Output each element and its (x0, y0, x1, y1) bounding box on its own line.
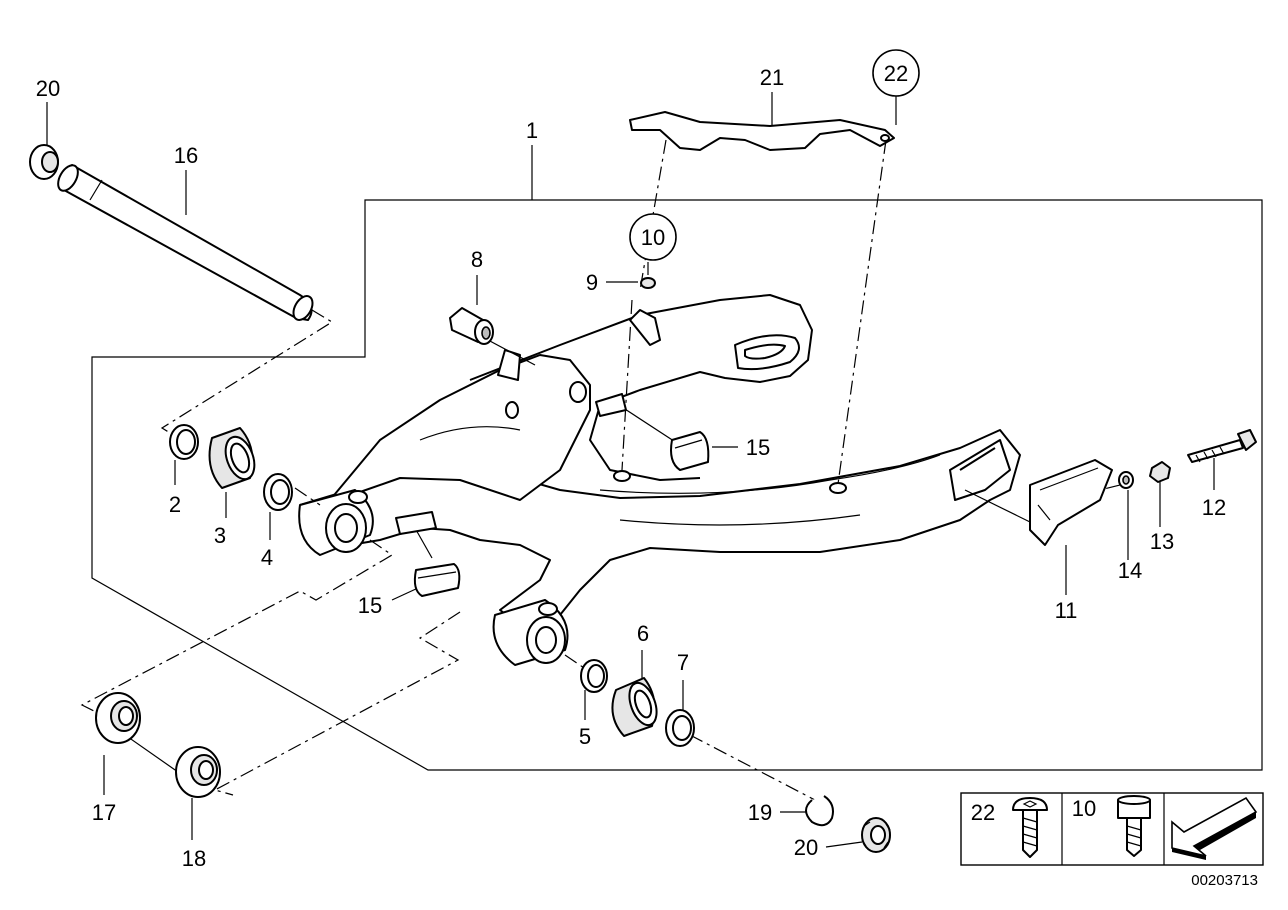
part-7-seal-ring (665, 709, 695, 747)
part-2-seal-ring (169, 424, 199, 460)
callout-15-lower: 15 (358, 593, 382, 618)
part-20-axle-cap (29, 144, 59, 180)
callout-21: 21 (760, 65, 784, 90)
part-15-plug-upper (670, 431, 710, 471)
callout-labels: 1 2 3 4 5 6 7 8 9 10 11 12 13 14 15 15 1… (36, 61, 1226, 871)
callout-12: 12 (1202, 495, 1226, 520)
part-3-needle-bearing (208, 427, 256, 489)
part-6-needle-bearing (611, 677, 658, 737)
callout-9: 9 (586, 270, 598, 295)
part-11-chain-slider (1029, 459, 1113, 546)
part-18-dust-cap (175, 746, 221, 798)
part-20-castle-nut (861, 817, 891, 853)
callout-3: 3 (214, 523, 226, 548)
callout-4: 4 (261, 545, 273, 570)
part-14-washer (1118, 471, 1134, 489)
callout-7: 7 (677, 650, 689, 675)
part-8-bushing (449, 307, 494, 345)
callout-1: 1 (526, 118, 538, 143)
callout-15-upper: 15 (746, 435, 770, 460)
legend-label-10: 10 (1072, 796, 1096, 821)
callout-14: 14 (1118, 558, 1142, 583)
callout-19: 19 (748, 800, 772, 825)
legend-label-22: 22 (971, 800, 995, 825)
part-13-nut (1149, 461, 1171, 483)
part-21-chain-guard-bracket (629, 111, 895, 151)
diagram-code: 00203713 (1191, 872, 1258, 889)
callout-18: 18 (182, 846, 206, 871)
part-4-seal-ring (263, 473, 293, 511)
part-16-pivot-axle (57, 164, 314, 321)
callout-circle-22 (872, 49, 920, 97)
torx-screw-icon (1117, 795, 1151, 857)
callout-22: 22 (884, 61, 908, 86)
callout-circle-10 (629, 213, 677, 261)
callout-8: 8 (471, 247, 483, 272)
callout-17: 17 (92, 800, 116, 825)
part-17-dust-cap (95, 692, 141, 744)
callout-11: 11 (1055, 598, 1078, 623)
fastener-legend: 22 10 (960, 792, 1264, 866)
callout-6: 6 (637, 621, 649, 646)
part-15-plug-lower (413, 563, 461, 597)
swingarm-body (298, 294, 1021, 666)
callout-20-top: 20 (36, 76, 60, 101)
callout-16: 16 (174, 143, 198, 168)
callout-20-bottom: 20 (794, 835, 818, 860)
part-9-nut (640, 277, 656, 289)
callout-5: 5 (579, 724, 591, 749)
torx-screw-icon (1012, 797, 1048, 858)
callout-10: 10 (641, 225, 665, 250)
callout-2: 2 (169, 492, 181, 517)
assembly-outline (91, 199, 1263, 771)
part-19-circlip (805, 795, 834, 827)
callout-13: 13 (1150, 529, 1174, 554)
part-5-seal-ring (580, 659, 608, 693)
part-12-bolt (1187, 429, 1257, 463)
direction-arrow-icon (1171, 796, 1258, 860)
